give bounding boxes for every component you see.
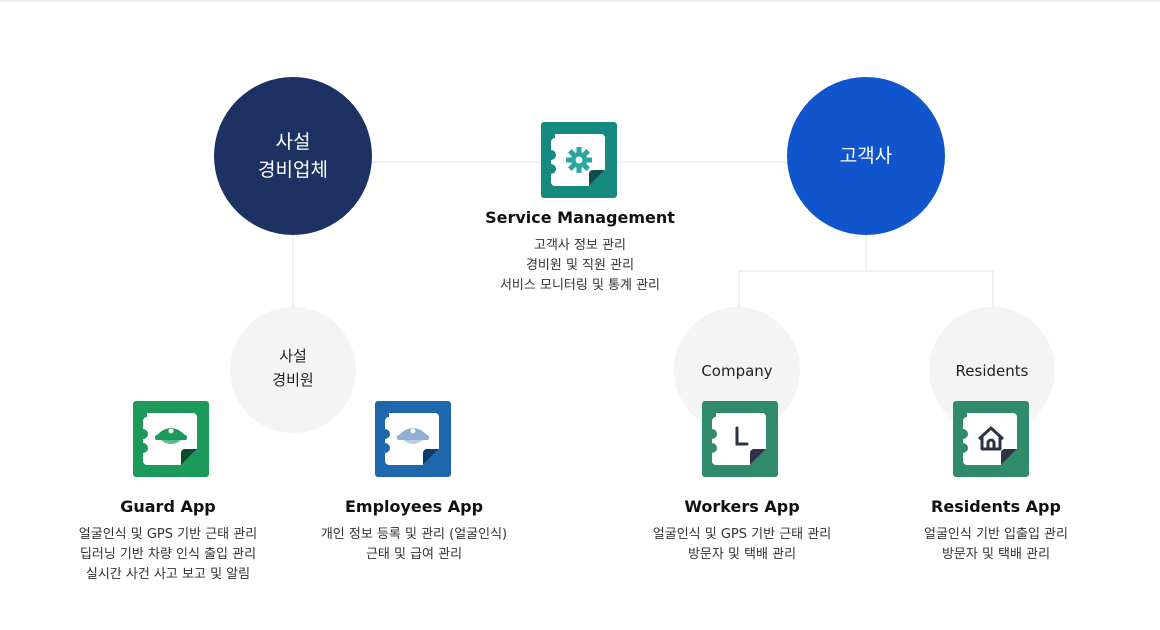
guard-cap-icon (133, 401, 209, 477)
workers-app-desc: 얼굴인식 및 GPS 기반 근태 관리 방문자 및 택배 관리 (602, 525, 882, 565)
employees-app-title: Employees App (344, 497, 484, 516)
residents-app-desc: 얼굴인식 기반 입출입 관리 방문자 및 택배 관리 (856, 525, 1136, 565)
client-company-label: 고객사 (839, 145, 893, 167)
desc-line: 개인 정보 등록 및 관리 (얼굴인식) (320, 527, 508, 542)
security-company-node: 사설 경비업체 (214, 77, 372, 235)
desc-line: 얼굴인식 기반 입출입 관리 (924, 527, 1068, 542)
company-group-label: Company (701, 362, 773, 380)
guard-app-title: Guard App (120, 497, 216, 516)
gear-icon (541, 122, 617, 198)
desc-line: 근태 및 급여 관리 (365, 547, 463, 562)
residents-app-title: Residents App (931, 497, 1061, 516)
residents-group-label: Residents (955, 362, 1029, 380)
clock-icon (702, 401, 778, 477)
desc-line: 방문자 및 택배 관리 (941, 547, 1051, 562)
guard-group-node: 사설 경비원 (230, 307, 356, 433)
top-divider (0, 0, 1160, 3)
workers-app-title: Workers App (684, 497, 800, 516)
client-company-node: 고객사 (787, 77, 945, 235)
residents-group-node: Residents (929, 307, 1055, 433)
service-management-title: Service Management (485, 208, 675, 227)
desc-line: 서비스 모니터링 및 통계 관리 (499, 278, 661, 293)
desc-line: 얼굴인식 및 GPS 기반 근태 관리 (78, 527, 258, 542)
employee-cap-icon (375, 401, 451, 477)
desc-line: 고객사 정보 관리 (534, 238, 626, 253)
desc-line: 방문자 및 택배 관리 (687, 547, 797, 562)
security-company-label: 사설 경비업체 (258, 131, 328, 181)
desc-line: 경비원 및 직원 관리 (525, 258, 635, 273)
service-management-desc: 고객사 정보 관리 경비원 및 직원 관리 서비스 모니터링 및 통계 관리 (440, 236, 720, 296)
guard-group-label: 사설 경비원 (272, 347, 314, 389)
desc-line: 얼굴인식 및 GPS 기반 근태 관리 (652, 527, 832, 542)
home-icon (953, 401, 1029, 477)
guard-app-desc: 얼굴인식 및 GPS 기반 근태 관리 딥러닝 기반 차량 인식 출입 관리 실… (28, 525, 308, 585)
desc-line: 딥러닝 기반 차량 인식 출입 관리 (79, 547, 257, 562)
employees-app-desc: 개인 정보 등록 및 관리 (얼굴인식) 근태 및 급여 관리 (274, 525, 554, 565)
desc-line: 실시간 사건 사고 보고 및 알림 (85, 567, 251, 582)
